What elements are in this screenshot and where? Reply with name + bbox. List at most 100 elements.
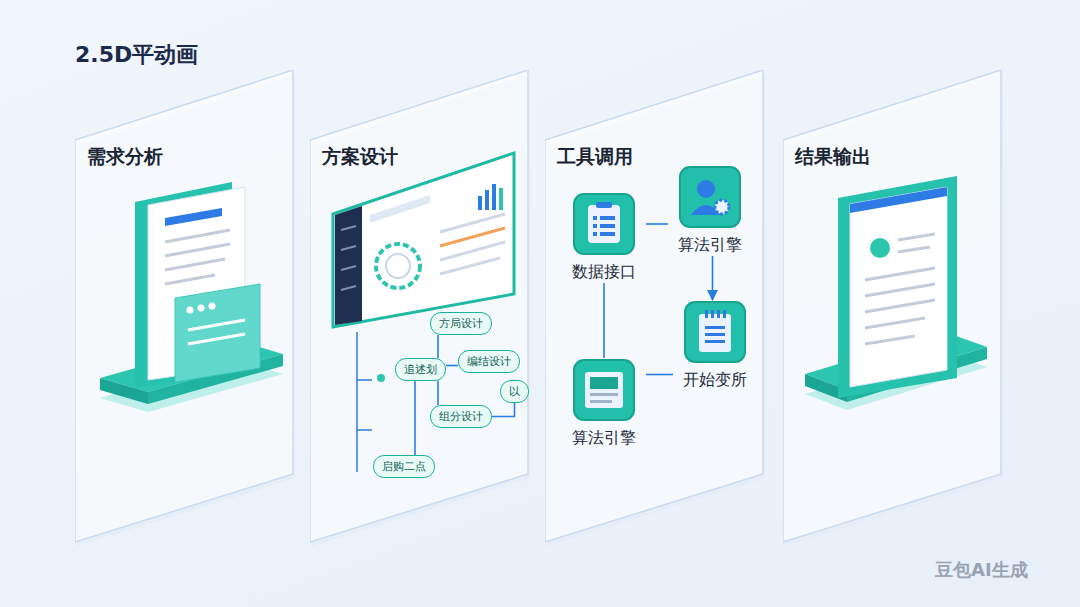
- requirements-illustration-part: [188, 334, 245, 344]
- icon-label: 算法引擎: [562, 428, 646, 449]
- icon-graphic: [683, 300, 747, 364]
- tool-icon: 算法引擎: [668, 165, 752, 256]
- card-glass: [75, 70, 295, 548]
- dashboard-illustration-part: [376, 244, 420, 288]
- result-illustration-part: [870, 238, 890, 258]
- card-glass: [75, 70, 293, 542]
- result-illustration-part: [898, 247, 930, 252]
- result-illustration-part: [865, 300, 935, 312]
- connector: [646, 223, 668, 225]
- requirements-illustration-part: [165, 259, 225, 270]
- icon-glyph: [691, 180, 729, 215]
- dashboard-illustration-part: [356, 332, 358, 472]
- card-shadow: [77, 74, 295, 546]
- dashboard-illustration-part: [386, 254, 410, 278]
- watermark: 豆包AI生成: [935, 558, 1028, 582]
- step-label: 方局设计: [439, 316, 483, 331]
- dashboard-illustration-part: [492, 184, 496, 210]
- dashboard-illustration-part: [335, 206, 362, 325]
- card-heading: 需求分析: [87, 144, 163, 170]
- icon-graphic: [572, 192, 636, 256]
- step-label: 启购二点: [382, 459, 426, 474]
- icon-label: 算法引擎: [668, 235, 752, 256]
- requirements-illustration-part: [165, 208, 222, 226]
- dashboard-illustration-part: [485, 190, 489, 210]
- dashboard-illustration-part: [499, 188, 503, 210]
- card-glass: [783, 70, 1001, 542]
- requirements-illustration-part: [165, 230, 230, 242]
- card-shadow: [547, 74, 765, 546]
- card-glass: [783, 70, 1003, 548]
- connector: [492, 403, 515, 417]
- dashboard-illustration-part: [377, 374, 385, 382]
- requirements-illustration-part: [165, 244, 230, 256]
- card-heading: 结果输出: [795, 144, 871, 170]
- dashboard-illustration-part: [341, 286, 356, 290]
- icon-glyph: [699, 310, 731, 352]
- dashboard-illustration-part: [341, 266, 356, 270]
- icon-graphic: [572, 358, 636, 422]
- dashboard-illustration-part: [333, 153, 514, 327]
- result-illustration: [805, 176, 987, 410]
- step-label: 组分设计: [439, 409, 483, 424]
- connector: [712, 256, 714, 300]
- stage-card: 工具调用数据接口算法引擎算法引擎开始变所: [545, 70, 765, 548]
- result-illustration-part: [850, 187, 947, 387]
- tool-icon: 数据接口: [562, 192, 646, 283]
- flow-step: 启购二点: [373, 455, 435, 478]
- requirements-illustration: [100, 182, 283, 412]
- requirements-illustration-part: [209, 303, 216, 310]
- connector: [603, 283, 605, 358]
- icon-glyph: [585, 372, 623, 408]
- dashboard-illustration-part: [478, 196, 482, 210]
- result-illustration-part: [865, 268, 935, 280]
- icon-label: 开始变所: [673, 370, 757, 391]
- result-illustration-part: [865, 318, 925, 328]
- requirements-illustration-part: [187, 307, 194, 314]
- card-heading: 工具调用: [557, 144, 633, 170]
- dashboard-illustration-part: [440, 258, 500, 274]
- diagram-title: 2.5D平动画: [75, 40, 198, 70]
- tool-icon: 算法引擎: [562, 358, 646, 449]
- card-glass: [310, 70, 528, 542]
- card-heading: 方案设计: [322, 144, 398, 170]
- icon-tile: [680, 167, 740, 227]
- step-label: 以: [509, 384, 520, 399]
- tool-icon: 开始变所: [673, 300, 757, 391]
- icon-tile: [574, 360, 634, 420]
- result-illustration-part: [865, 284, 935, 296]
- flow-step: 以: [500, 380, 529, 403]
- icon-graphic: [678, 165, 742, 229]
- result-illustration-part: [865, 336, 915, 344]
- stage-card: 结果输出: [783, 70, 1003, 548]
- flow-step: 追述划: [395, 358, 446, 381]
- result-illustration-part: [898, 234, 935, 240]
- icon-glyph: [588, 202, 620, 243]
- icon-tile: [574, 194, 634, 254]
- dashboard-illustration-part: [357, 379, 372, 381]
- icon-label: 数据接口: [562, 262, 646, 283]
- connector: [414, 381, 416, 455]
- dashboard-illustration-part: [341, 246, 356, 250]
- connector: [437, 335, 439, 358]
- icon-tile: [685, 302, 745, 362]
- result-illustration-part: [838, 176, 957, 398]
- requirements-illustration-part: [188, 320, 245, 330]
- requirements-illustration-part: [175, 284, 260, 382]
- step-label: 编结设计: [467, 354, 511, 369]
- flow-step: 方局设计: [430, 312, 492, 335]
- connector: [446, 365, 458, 367]
- flow-step: 编结设计: [458, 350, 520, 373]
- dashboard-illustration-part: [357, 429, 372, 431]
- flow-step: 组分设计: [430, 405, 492, 428]
- step-label: 追述划: [404, 362, 437, 377]
- connector: [437, 381, 439, 405]
- connector: [646, 374, 673, 376]
- requirements-illustration-part: [165, 275, 215, 284]
- dashboard-illustration-part: [370, 195, 430, 223]
- card-shadow: [312, 74, 530, 546]
- dashboard-illustration-part: [341, 226, 356, 230]
- card-shadow: [785, 74, 1003, 546]
